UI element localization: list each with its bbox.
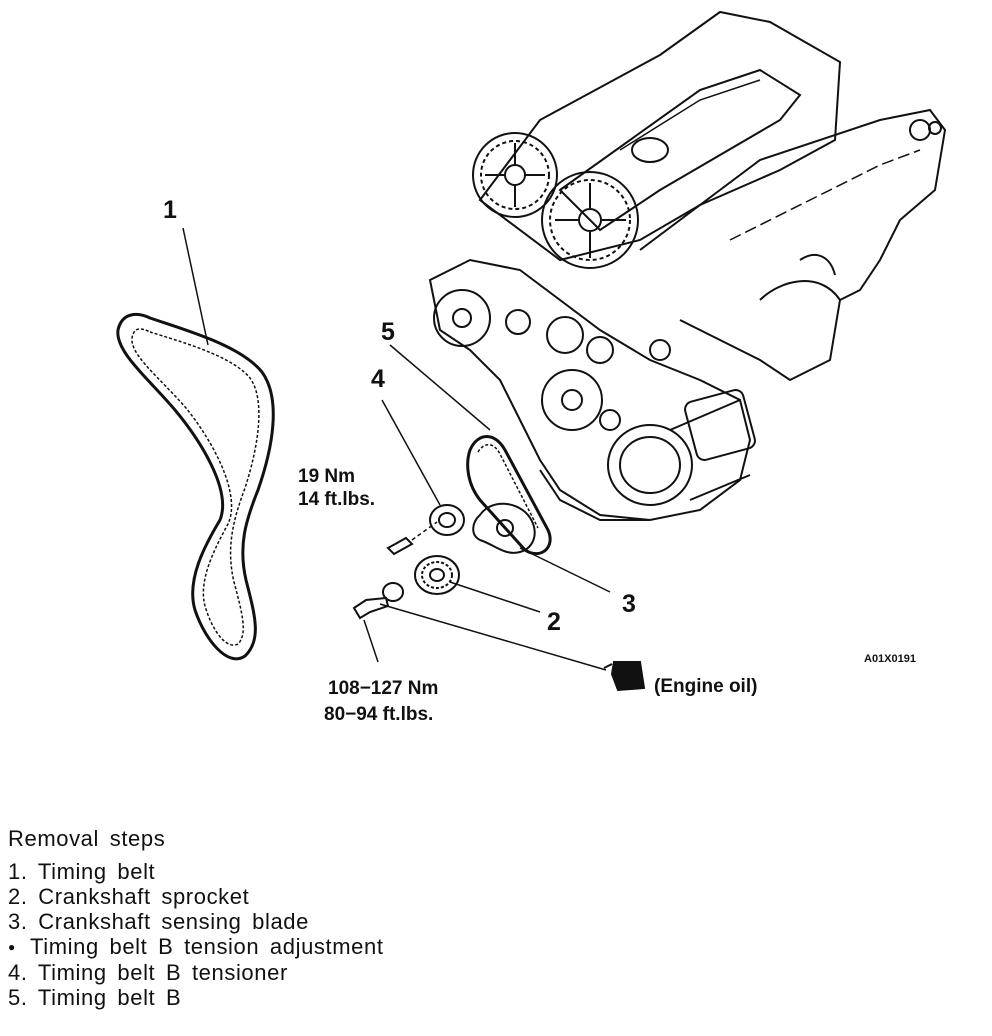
engine-oil-can-icon (603, 661, 646, 692)
sensing-blade-illustration (472, 502, 536, 554)
callout-5: 5 (381, 318, 395, 346)
engine-timing-diagram: 1 2 3 4 5 19 Nm 14 ft.lbs. 108−127 Nm 80… (116, 10, 947, 725)
timing-belt-illustration (116, 312, 275, 661)
removal-steps: Removal steps 1. Timing belt 2. Cranksha… (8, 826, 708, 1010)
step-item: 2. Crankshaft sprocket (8, 884, 708, 909)
bolts-illustration (352, 536, 414, 620)
step-text: Crankshaft sensing blade (38, 909, 309, 934)
tensioner-illustration (429, 504, 465, 536)
torque-large-nm: 108−127 Nm (328, 678, 438, 699)
engine-block-illustration (428, 10, 947, 522)
crankshaft-sprocket-illustration (414, 555, 460, 595)
engine-oil-label: (Engine oil) (654, 676, 757, 697)
step-text: Timing belt B tensioner (37, 960, 288, 985)
step-text: Timing belt (37, 859, 156, 884)
step-marker: 2. (8, 884, 28, 909)
callout-1: 1 (163, 196, 177, 224)
step-marker: 5. (8, 985, 28, 1010)
step-bullet-marker: ● (8, 940, 16, 954)
removal-steps-heading: Removal steps (8, 826, 166, 851)
step-marker: 1. (8, 859, 28, 884)
step-text: Timing belt B tension adjustment (30, 934, 384, 959)
torque-small-nm: 19 Nm (298, 466, 355, 487)
step-text: Timing belt B (37, 985, 182, 1010)
timing-belt-b-illustration (466, 435, 552, 556)
figure-reference: A01X0191 (864, 653, 916, 665)
torque-large-ftlbs: 80−94 ft.lbs. (324, 704, 433, 725)
step-marker: 3. (8, 909, 28, 934)
step-marker: 4. (8, 960, 28, 985)
torque-small-ftlbs: 14 ft.lbs. (298, 489, 375, 510)
leader-lines (182, 227, 611, 671)
step-item: 5. Timing belt B (8, 985, 708, 1010)
step-item: 1. Timing belt (8, 859, 708, 884)
callout-3: 3 (622, 590, 636, 618)
callout-2: 2 (547, 608, 561, 636)
callout-4: 4 (371, 365, 385, 393)
step-item: 4. Timing belt B tensioner (8, 960, 708, 985)
step-text: Crankshaft sprocket (38, 884, 250, 909)
step-item: ● Timing belt B tension adjustment (8, 934, 708, 960)
step-item: 3. Crankshaft sensing blade (8, 909, 708, 934)
